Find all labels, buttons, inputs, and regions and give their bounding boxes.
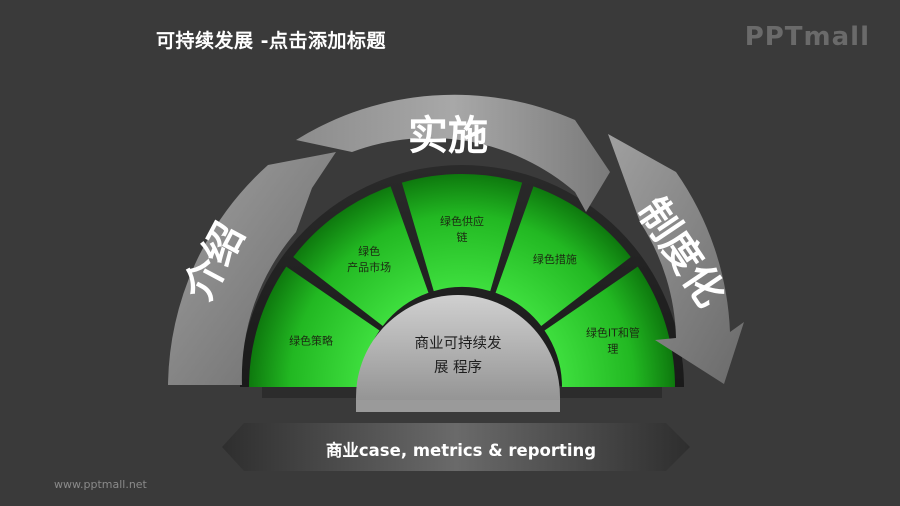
bottom-banner-label: 商业case, metrics & reporting xyxy=(326,440,596,460)
segment-2-label-line-1: 绿色 xyxy=(358,244,380,258)
hub-semicircle xyxy=(356,295,560,412)
segment-1-label-line-1: 绿色策略 xyxy=(289,333,333,347)
arrow-introduce xyxy=(168,152,336,385)
page-title: 可持续发展 -点击添加标题 xyxy=(156,30,387,52)
segment-3 xyxy=(401,174,523,292)
segment-2-label-line-2: 产品市场 xyxy=(347,260,391,274)
footer-url: www.pptmall.net xyxy=(54,478,147,491)
segment-3-label-line-2: 链 xyxy=(457,230,468,244)
arrow-label-implement: 实施 xyxy=(408,113,488,159)
segment-1 xyxy=(249,266,380,387)
segment-3-label-line-1: 绿色供应 xyxy=(440,214,484,228)
arrow-institutionalize xyxy=(608,134,744,384)
segment-5 xyxy=(544,266,675,387)
segment-4 xyxy=(495,186,631,326)
bottom-banner xyxy=(222,423,690,471)
brand-logo: PPTmall xyxy=(744,22,870,52)
hub-label-line-1: 商业可持续发 xyxy=(415,335,502,352)
arrow-implement xyxy=(296,94,610,212)
segment-2 xyxy=(293,186,429,326)
hub-base xyxy=(356,400,560,412)
hub-label-line-2: 展 程序 xyxy=(434,359,482,376)
segment-5-label-line-1: 绿色IT和管 xyxy=(586,325,640,339)
segment-4-label-line-1: 绿色措施 xyxy=(533,252,577,266)
segment-5-label-line-2: 理 xyxy=(607,342,618,355)
